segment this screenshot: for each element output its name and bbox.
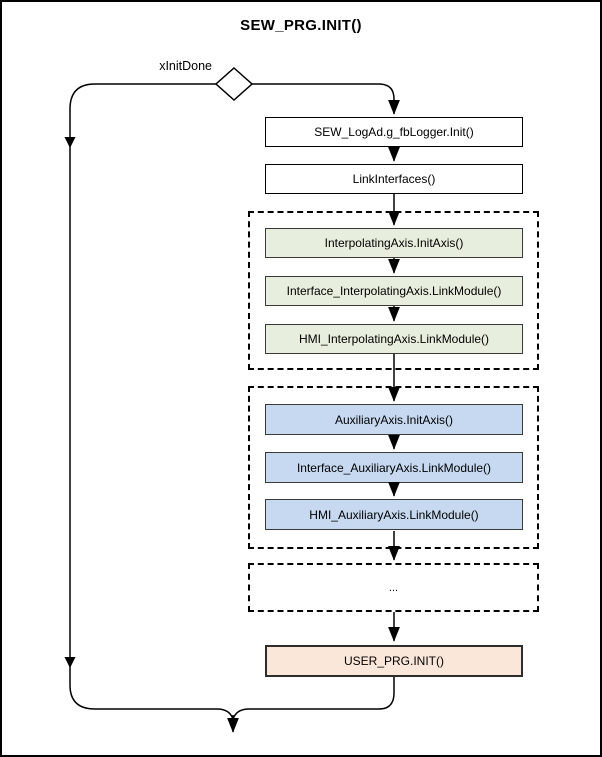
loop-back-arrow-top [64,137,76,148]
node-interface-interpolating-linkmodule: Interface_InterpolatingAxis.LinkModule() [265,276,523,306]
node-hmi-auxiliary-linkmodule: HMI_AuxiliaryAxis.LinkModule() [265,499,523,530]
node-logger-init: SEW_LogAd.g_fbLogger.Init() [265,117,523,147]
decision-to-logger-line [252,83,400,115]
node-interface-auxiliary-linkmodule: Interface_AuxiliaryAxis.LinkModule() [265,452,523,483]
loop-back-arrow-bottom [64,657,76,668]
node-hmi-interpolating-linkmodule: HMI_InterpolatingAxis.LinkModule() [265,324,523,354]
node-user-prg-init: USER_PRG.INIT() [265,645,523,677]
page-title: SEW_PRG.INIT() [240,17,362,34]
user-exit-line [232,677,395,719]
group-more-axes: ... [248,563,539,612]
node-auxiliary-initaxis: AuxiliaryAxis.InitAxis() [265,404,523,435]
node-link-interfaces: LinkInterfaces() [265,164,523,194]
loop-back-line [69,83,234,719]
decision-diamond [214,66,254,102]
decision-label: xInitDone [159,59,212,73]
node-interpolating-initaxis: InterpolatingAxis.InitAxis() [265,228,523,258]
more-axes-ellipsis: ... [388,581,399,594]
